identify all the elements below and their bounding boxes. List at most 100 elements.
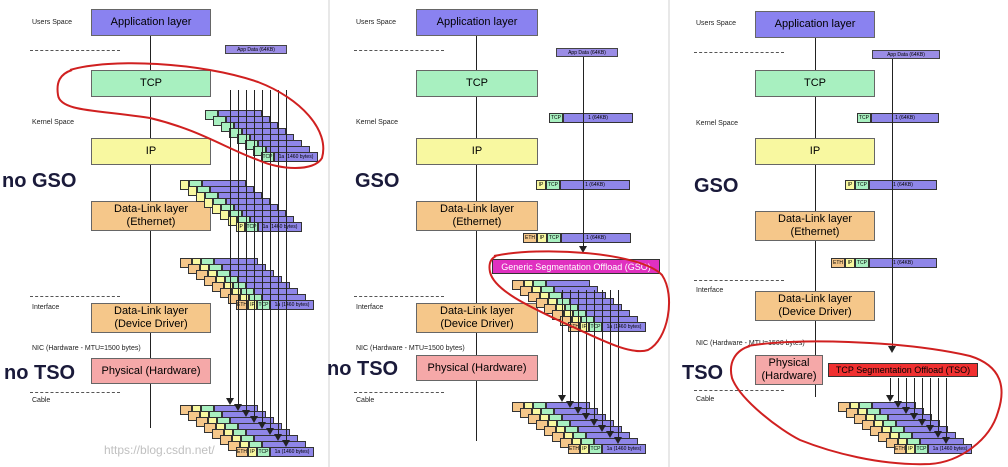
segment-flow-line	[254, 90, 255, 417]
boundary-kernel-interface	[30, 296, 120, 297]
boundary-nic-cable	[694, 390, 784, 391]
segment-flow-line	[914, 378, 915, 414]
segment-arrowhead	[614, 437, 622, 444]
panel-separator	[328, 0, 330, 467]
eth-header: ETH	[894, 444, 906, 454]
gso-arrowhead	[579, 246, 587, 253]
ip-header: IP	[580, 444, 589, 454]
ip-header	[220, 210, 229, 220]
app-data-block: App Data (64KB)	[225, 45, 287, 54]
ip-header: IP	[906, 444, 915, 454]
zone-kernel-label: Kernel Space	[32, 119, 75, 126]
segment-flow-line	[578, 290, 579, 408]
tcp-header: TCP	[855, 180, 869, 190]
ethernet-layer: Data-Link layer (Ethernet)	[91, 201, 211, 231]
segment-arrowhead	[274, 434, 282, 441]
segment-arrowhead	[902, 407, 910, 414]
segment-flow-line	[602, 290, 603, 426]
eth-header: ETH	[236, 447, 248, 457]
no-tso-label: no TSO	[4, 362, 76, 384]
payload-64kb: 1 (64KB)	[561, 233, 631, 243]
segment-arrowhead	[226, 398, 234, 405]
ethernet-layer: Data-Link layer (Ethernet)	[755, 211, 875, 241]
segment-flow-line	[906, 378, 907, 408]
eth-header	[560, 438, 572, 448]
zone-users-label: Users Space	[696, 20, 737, 27]
segment-arrowhead	[234, 404, 242, 411]
ip-layer: IP	[91, 138, 211, 165]
panel-gso-no-tso: Users Space Kernel Space Interface NIC (…	[327, 0, 668, 467]
segment-arrowhead	[558, 395, 566, 402]
segment-arrowhead	[242, 410, 250, 417]
tso-label: TSO	[682, 362, 724, 384]
eth-header	[512, 402, 524, 412]
ip-layer: IP	[755, 138, 875, 165]
tso-flow-line	[892, 59, 893, 347]
segment-arrowhead	[282, 440, 290, 447]
no-gso-label: no GSO	[2, 170, 77, 192]
segment-flow-line	[938, 378, 939, 432]
application-layer: Application layer	[91, 9, 211, 36]
segment-flow-line	[922, 378, 923, 420]
tcp-layer: TCP	[416, 70, 538, 97]
app-data-block: App Data (64KB)	[556, 48, 618, 57]
segment-arrowhead	[266, 428, 274, 435]
eth-header: ETH	[568, 444, 580, 454]
tcp-header: TCP	[915, 444, 928, 454]
segment-flow-line	[890, 378, 891, 396]
panel-gso-tso: Users Space Kernel Space Interface NIC (…	[670, 0, 1008, 467]
segment-flow-line	[262, 90, 263, 423]
segment-flow-line	[270, 90, 271, 429]
application-layer: Application layer	[416, 9, 538, 36]
tcp-header: TCP	[857, 113, 871, 123]
tso-arrowhead	[888, 346, 896, 353]
boundary-users-kernel	[694, 52, 784, 53]
eth-header	[520, 408, 532, 418]
segment-payload: 1a (1460 bytes)	[258, 222, 302, 232]
eth-header	[220, 435, 232, 445]
segment-arrowhead	[886, 395, 894, 402]
ip-header	[180, 180, 189, 190]
eth-header: ETH	[523, 233, 537, 243]
tcp-64kb-packet: TCP 1 (64KB)	[857, 113, 939, 123]
segment-arrowhead	[926, 425, 934, 432]
segment-flow-line	[570, 290, 571, 402]
eth-header	[228, 294, 240, 304]
segment-arrowhead	[258, 422, 266, 429]
gso-offload-box: Generic Segmentation Offload (GSO)	[492, 259, 660, 274]
segment-flow-line	[610, 290, 611, 432]
segment-flow-line	[238, 90, 239, 405]
ip-layer: IP	[416, 138, 538, 165]
ip-header	[188, 186, 197, 196]
physical-layer: Physical (Hardware)	[755, 355, 823, 385]
segment-flow-line	[898, 378, 899, 402]
panel-separator	[668, 0, 670, 467]
zone-interface-label: Interface	[696, 287, 724, 294]
segment-arrowhead	[894, 401, 902, 408]
segment-arrowhead	[598, 425, 606, 432]
gso-label: GSO	[355, 170, 400, 192]
segment-arrowhead	[566, 401, 574, 408]
segment-flow-line	[230, 90, 231, 399]
segment-arrowhead	[590, 419, 598, 426]
ip-64kb-packet: IP TCP 1 (64KB)	[845, 180, 937, 190]
eth-header	[528, 414, 540, 424]
gso-flow-line	[583, 57, 584, 247]
flow-line	[150, 36, 151, 428]
zone-kernel-label: Kernel Space	[696, 120, 739, 127]
segment-flow-line	[278, 90, 279, 435]
ip-header: IP	[536, 180, 546, 190]
tcp-header: TCP	[855, 258, 869, 268]
tcp-header: TCP	[245, 222, 258, 232]
ip-header: IP	[537, 233, 547, 243]
tcp-layer: TCP	[91, 70, 211, 97]
device-driver-layer: Data-Link layer (Device Driver)	[91, 303, 211, 333]
eth-header	[180, 258, 192, 268]
segment-payload: 1a (1460 bytes)	[274, 152, 318, 162]
panel-no-gso-no-tso: Users Space Kernel Space Interface NIC (…	[0, 0, 328, 467]
tcp-header: TCP	[546, 180, 560, 190]
boundary-users-kernel	[30, 50, 120, 51]
ip-header: IP	[248, 300, 257, 310]
